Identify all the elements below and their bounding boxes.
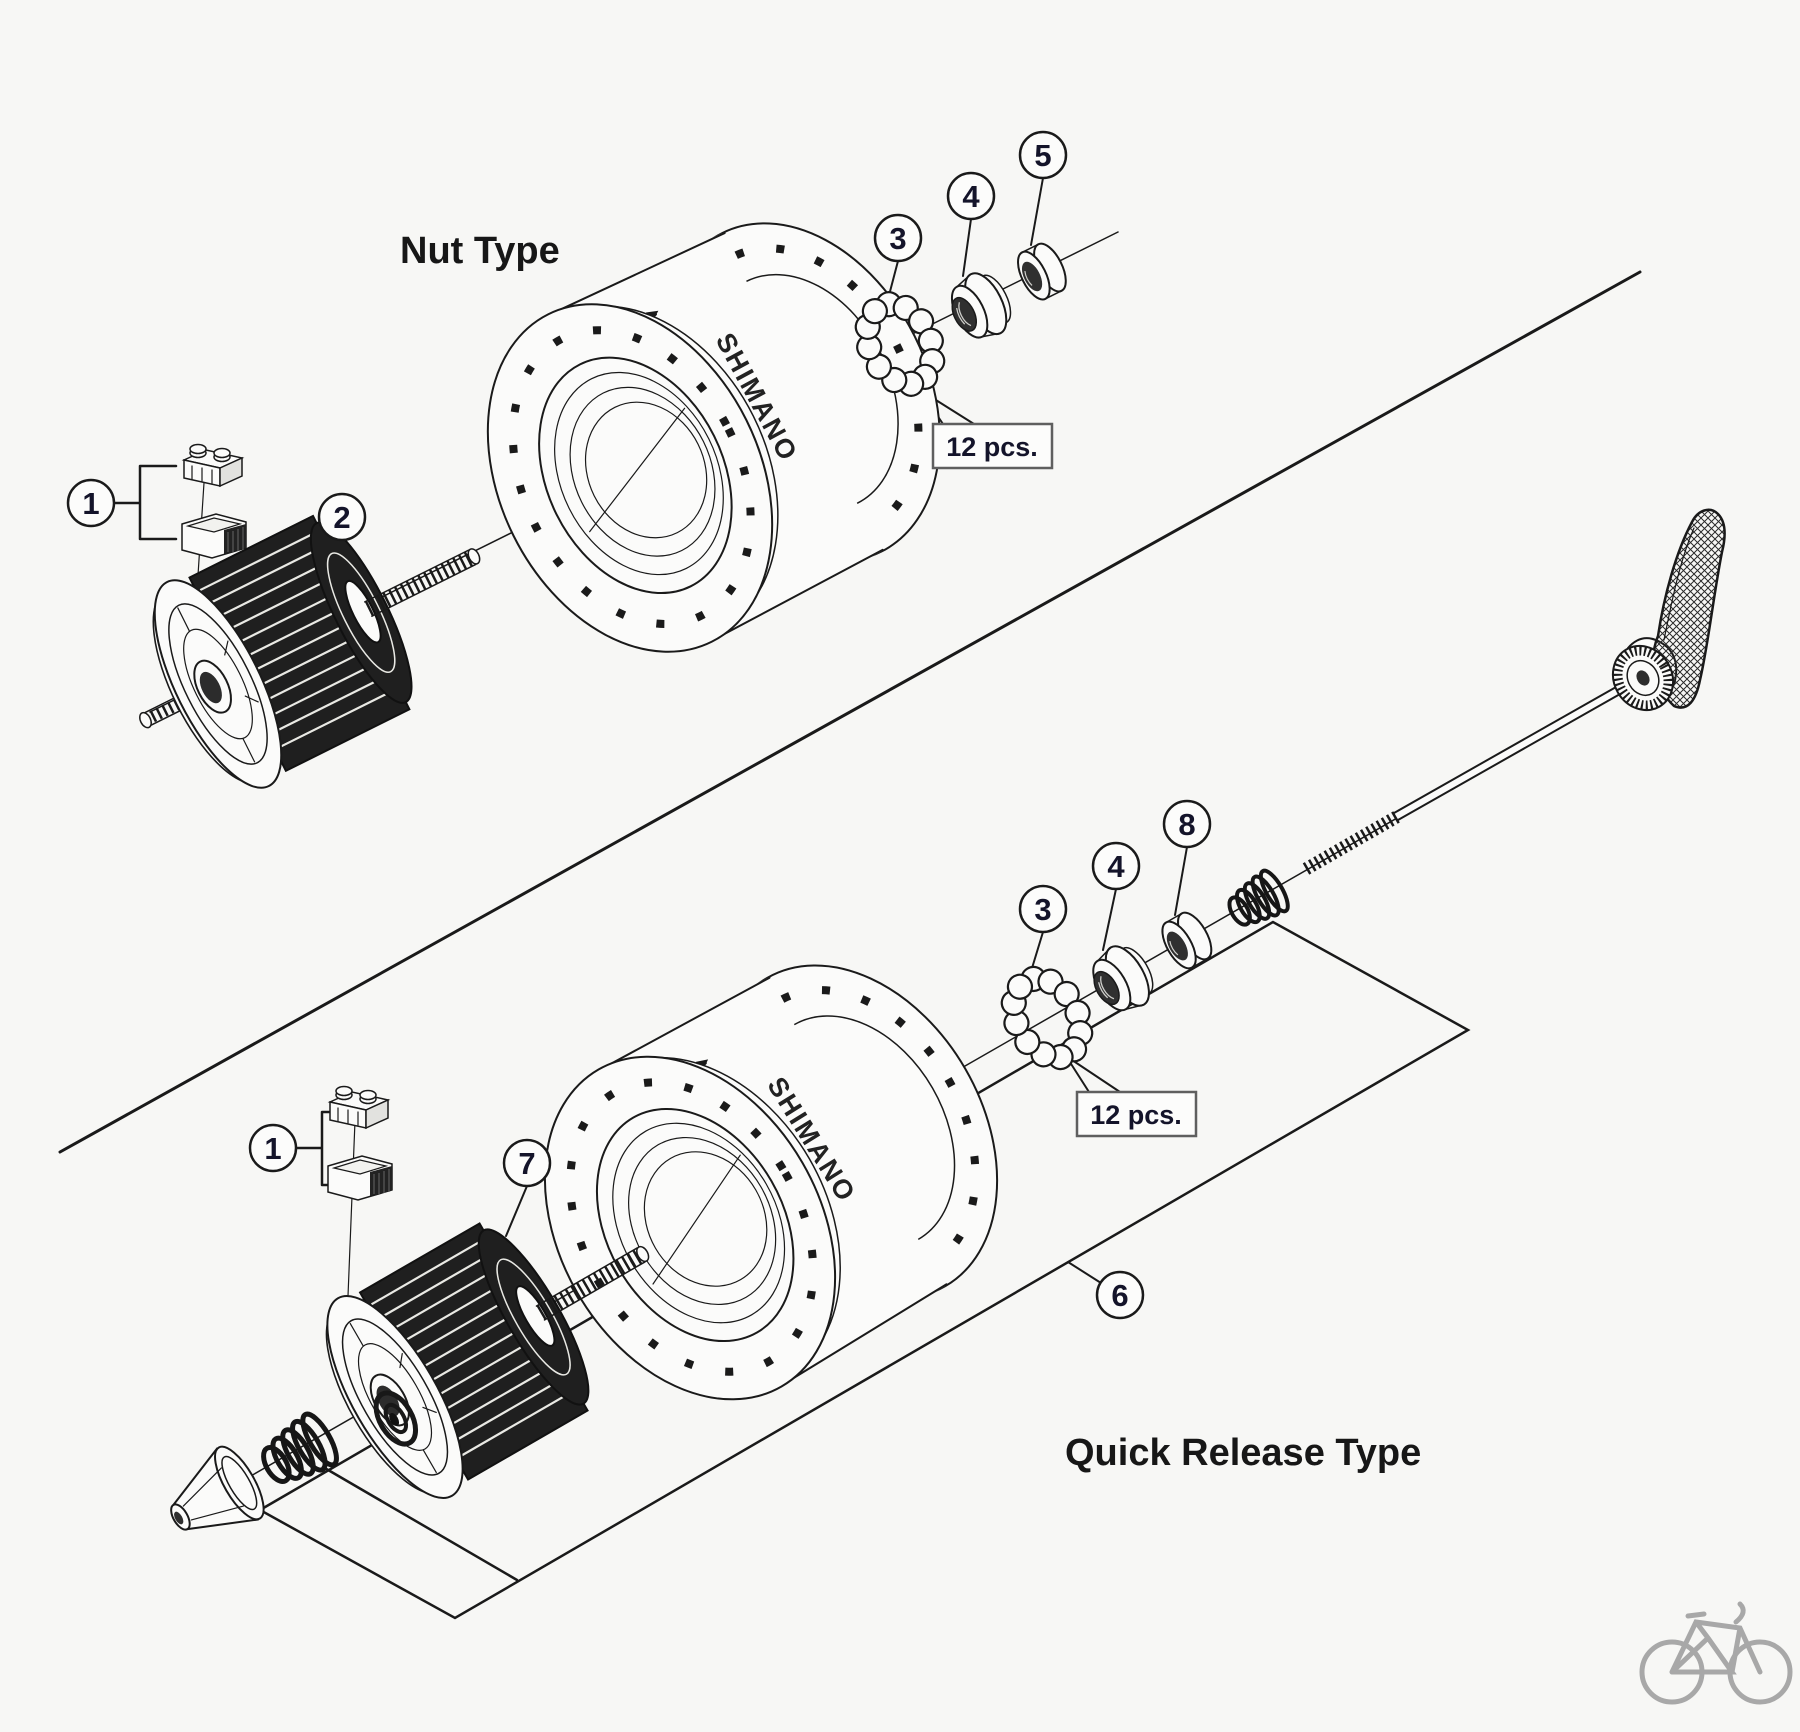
terminal-parts-nut [181,443,247,559]
svg-text:4: 4 [962,179,980,214]
callout-3-qr: 3 [1018,884,1068,934]
svg-text:2: 2 [333,500,350,535]
ball-ring-qr [984,950,1110,1086]
callout-8-leader [1174,846,1188,916]
callout-7-qr: 7 [502,1138,552,1188]
callout-1-nut: 1 [66,478,116,528]
svg-text:3: 3 [889,221,906,256]
ball-count-label-qr: 12 pcs. [1090,1100,1182,1130]
nut-type-assembly: Nut Type 12 pcs. 1 [66,130,1074,824]
qr-spring-left [253,1410,342,1495]
locknut-qr [1154,906,1220,975]
callout-4-leader-qr [1102,888,1117,951]
svg-text:6: 6 [1111,1278,1128,1313]
quick-release-title: Quick Release Type [1065,1432,1421,1474]
svg-text:1: 1 [82,486,99,521]
ball-count-label-nut: 12 pcs. [946,432,1038,462]
cone-nut [939,263,1022,350]
svg-text:4: 4 [1107,849,1125,884]
callout-8-qr: 8 [1162,799,1212,849]
svg-text:7: 7 [518,1146,535,1181]
nut-type-title: Nut Type [400,230,560,272]
callout-4-leader-nut [962,218,972,277]
svg-text:1: 1 [264,1131,281,1166]
qr-assembly-span-bracket-inner [321,1465,519,1582]
callout-1-qr: 1 [248,1123,298,1173]
bicycle-logo-icon [1639,1601,1793,1705]
callout-3-nut: 3 [873,213,923,263]
callout-4-qr: 4 [1091,841,1141,891]
svg-text:8: 8 [1178,807,1195,842]
gear-unit-nut [90,452,529,824]
callout-6-qr: 6 [1095,1270,1145,1320]
qr-knurled-ring [1611,644,1675,712]
section-separator-line [58,270,1642,1154]
callout-7-leader [505,1185,528,1237]
callout-4-nut: 4 [946,171,996,221]
callout-1-bracket-qr [294,1110,344,1187]
qr-spring-right [1219,865,1295,937]
ball-count-box-qr [1075,1090,1198,1138]
qr-end-cap [170,1445,265,1531]
callout-5-leader [1030,177,1044,246]
quick-release-assembly: Quick Release Type [170,508,1726,1531]
callout-1-bracket-nut [112,464,178,541]
callout-2-nut: 2 [317,492,367,542]
ball-count-box-nut [931,422,1054,470]
qr-lever-blade [1652,508,1726,709]
terminal-parts-qr [327,1085,393,1201]
cone-qr [1080,935,1164,1023]
locknut-nut [1010,237,1074,306]
callout-6-leader [1067,1261,1102,1284]
gear-unit-qr [298,1153,704,1519]
callout-5-nut: 5 [1018,130,1068,180]
quick-release-skewer [1302,508,1726,875]
svg-text:3: 3 [1034,892,1051,927]
svg-text:5: 5 [1034,138,1051,173]
